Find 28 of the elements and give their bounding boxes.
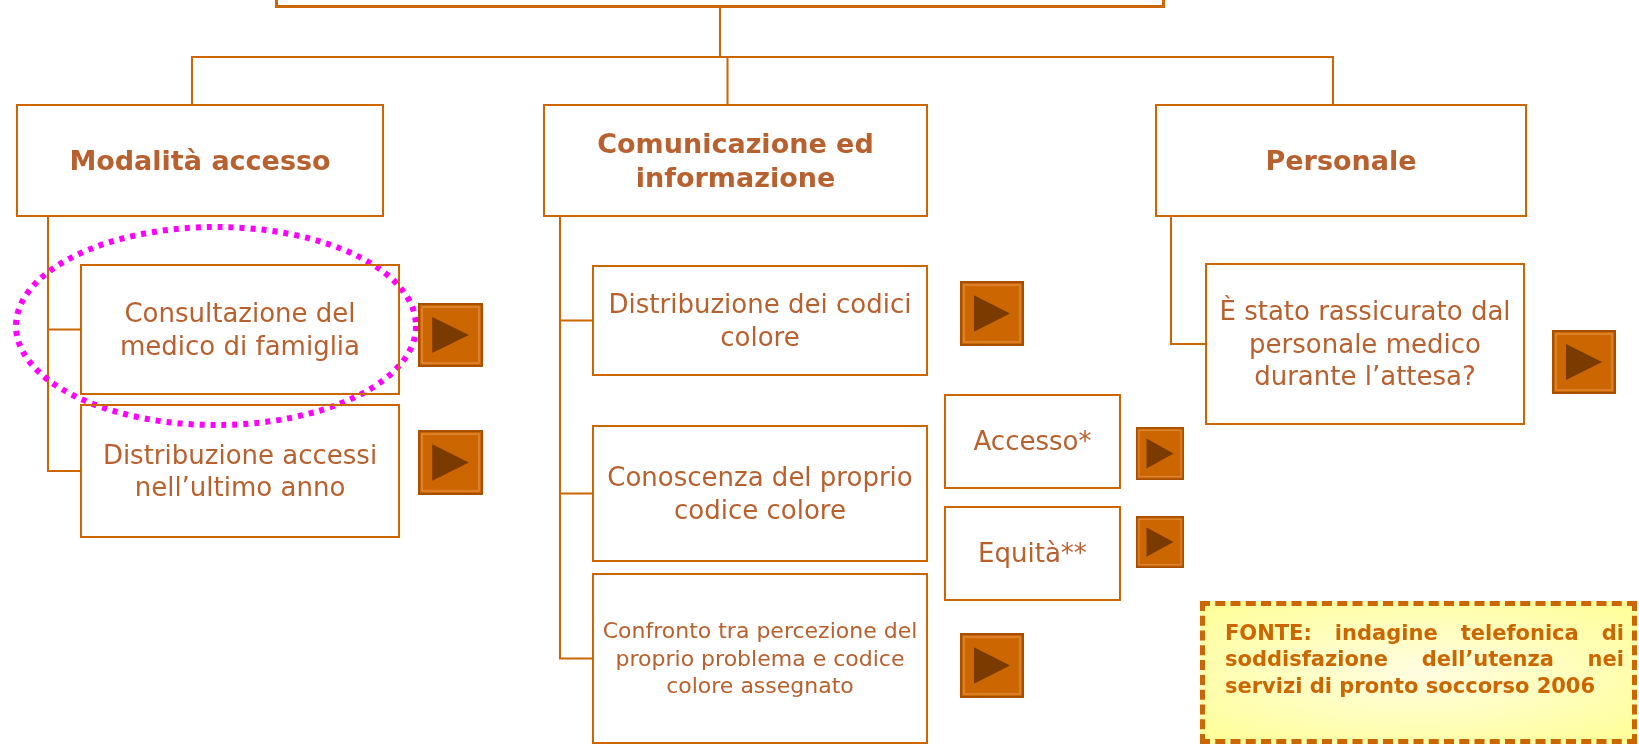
connector-line (719, 7, 1334, 105)
box-label: Personale (1265, 143, 1417, 178)
box-label: Modalità accesso (69, 143, 331, 178)
box-label: Distribuzione dei codici colore (607, 288, 913, 353)
category-box (944, 394, 1121, 489)
box-label: Confronto tra percezione del proprio problema e codice colore assegnato (602, 617, 918, 700)
box-label: Accesso* (973, 425, 1092, 458)
category-box (80, 264, 400, 395)
connector-line (47, 216, 81, 472)
box-label: Consultazione del medico di famiglia (119, 297, 361, 362)
box-label: Conoscenza del proprio codice colore (606, 461, 914, 526)
box-label: Distribuzione accessi nell’ultimo anno (101, 438, 379, 504)
connector-line (559, 216, 593, 660)
source-note (1200, 601, 1637, 744)
category-box (944, 506, 1121, 601)
category-box (592, 573, 928, 744)
category-box (80, 404, 400, 538)
box-label: Comunicazione ed informazione (596, 126, 875, 195)
category-box (543, 104, 928, 217)
category-box (16, 104, 384, 217)
category-box (592, 265, 928, 376)
category-box (592, 425, 928, 562)
category-box (1205, 263, 1525, 425)
source-text: FONTE: indagine telefonica di soddisfazione dell’utenza nei servizi di pronto soccorso 2006 (1225, 620, 1624, 699)
category-box (1155, 104, 1527, 217)
box-label: È stato rassicurato dal personale medico durante l’attesa? (1218, 295, 1512, 393)
box-label: Equità** (978, 537, 1087, 570)
connector-line (1170, 216, 1206, 345)
